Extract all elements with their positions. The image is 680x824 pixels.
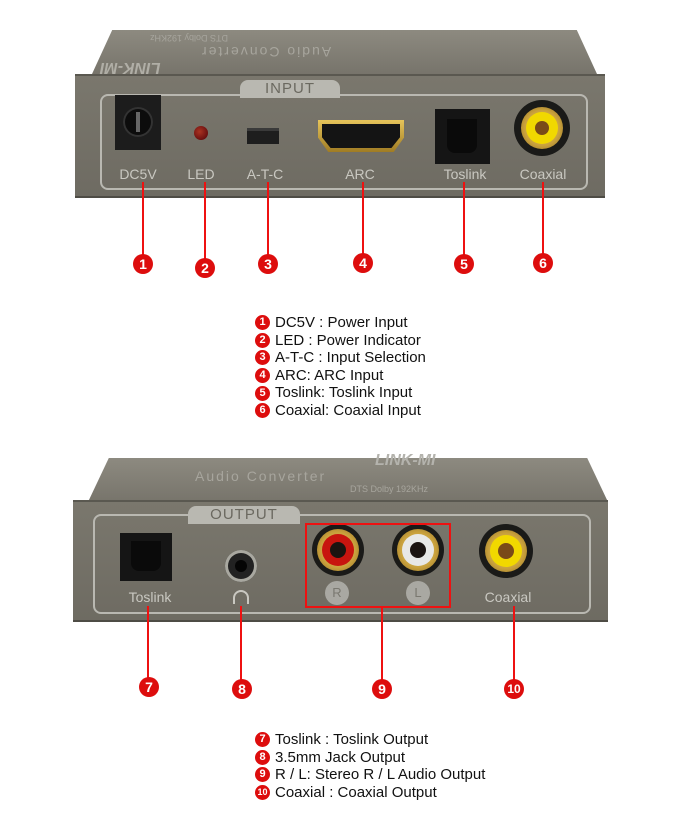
callout-line-7 bbox=[147, 606, 149, 682]
legend-item: 7 Toslink : Toslink Output bbox=[255, 731, 485, 749]
rca-white-left-icon bbox=[392, 524, 444, 576]
legend-item: 1 DC5V : Power Input bbox=[255, 314, 426, 332]
legend-number-badge: 2 bbox=[255, 332, 270, 348]
led-indicator-icon bbox=[194, 126, 208, 140]
channel-label-l: L bbox=[406, 581, 430, 605]
legend-number-badge: 3 bbox=[255, 350, 270, 366]
callout-badge-3: 3 bbox=[258, 254, 278, 274]
port-label-coaxial: Coaxial bbox=[519, 166, 567, 182]
channel-label-r: R bbox=[325, 581, 349, 605]
legend-text: Coaxial : Coaxial Output bbox=[275, 783, 437, 801]
callout-badge-10: 10 bbox=[504, 679, 524, 699]
callout-line-10 bbox=[513, 606, 515, 682]
legend-text: A-T-C : Input Selection bbox=[275, 349, 426, 367]
dc-power-jack-icon bbox=[115, 95, 161, 150]
optical-port-icon bbox=[435, 109, 490, 164]
port-label-toslink: Toslink bbox=[443, 166, 487, 182]
callout-badge-8: 8 bbox=[232, 679, 252, 699]
port-label-arc: ARC bbox=[345, 166, 375, 182]
output-panel-frame bbox=[93, 514, 591, 614]
legend-number-badge: 10 bbox=[255, 785, 270, 801]
legend-item: 5 Toslink: Toslink Input bbox=[255, 384, 426, 402]
legend-number-badge: 6 bbox=[255, 403, 270, 419]
headphone-icon bbox=[233, 590, 249, 604]
audio-jack-icon bbox=[225, 550, 257, 582]
callout-line-4 bbox=[362, 182, 364, 258]
callout-badge-2: 2 bbox=[195, 258, 215, 278]
legend-text: Toslink: Toslink Input bbox=[275, 384, 413, 402]
legend-text: 3.5mm Jack Output bbox=[275, 748, 406, 766]
stereo-highlight-box bbox=[305, 523, 451, 608]
output-legend: 7 Toslink : Toslink Output 8 3.5mm Jack Ou… bbox=[255, 731, 485, 801]
input-device-top bbox=[92, 30, 597, 74]
legend-text: ARC: ARC Input bbox=[275, 366, 384, 384]
callout-line-9 bbox=[381, 606, 383, 684]
port-label-atc: A-T-C bbox=[246, 166, 284, 182]
optical-port-icon bbox=[120, 533, 172, 581]
port-label-led: LED bbox=[187, 166, 215, 182]
legend-item: 2 LED : Power Indicator bbox=[255, 332, 426, 350]
legend-number-badge: 8 bbox=[255, 749, 270, 765]
callout-badge-1: 1 bbox=[133, 254, 153, 274]
callout-line-3 bbox=[267, 182, 269, 258]
callout-line-5 bbox=[463, 182, 465, 258]
callout-line-2 bbox=[204, 182, 206, 260]
legend-text: Toslink : Toslink Output bbox=[275, 731, 429, 748]
output-top-model: Audio Converter bbox=[195, 468, 327, 484]
port-label-toslink-out: Toslink bbox=[128, 589, 172, 605]
output-panel-title: OUTPUT bbox=[188, 506, 300, 524]
output-device-top bbox=[88, 458, 608, 502]
callout-badge-4: 4 bbox=[353, 253, 373, 273]
callout-badge-9: 9 bbox=[372, 679, 392, 699]
callout-line-1 bbox=[142, 182, 144, 258]
legend-text: R / L: Stereo R / L Audio Output bbox=[275, 766, 486, 784]
input-panel-frame bbox=[100, 94, 588, 190]
output-brand-logo: LINK-MI bbox=[375, 452, 436, 469]
rca-yellow-icon bbox=[514, 100, 570, 156]
input-panel-title: INPUT bbox=[240, 80, 340, 98]
legend-item: 6 Coaxial: Coaxial Input bbox=[255, 402, 426, 420]
legend-text: LED : Power Indicator bbox=[275, 331, 421, 349]
legend-number-badge: 9 bbox=[255, 767, 270, 783]
rca-red-right-icon bbox=[312, 524, 364, 576]
input-legend: 1 DC5V : Power Input 2 LED : Power Indicat… bbox=[255, 314, 426, 420]
rca-yellow-icon bbox=[479, 524, 533, 578]
legend-text: Coaxial: Coaxial Input bbox=[275, 401, 421, 419]
port-label-coaxial-out: Coaxial bbox=[484, 589, 532, 605]
legend-item: 8 3.5mm Jack Output bbox=[255, 749, 485, 767]
legend-number-badge: 5 bbox=[255, 385, 270, 401]
slide-switch-icon[interactable] bbox=[247, 128, 279, 144]
legend-number-badge: 4 bbox=[255, 368, 270, 384]
hdmi-port-icon bbox=[318, 120, 404, 152]
callout-line-8 bbox=[240, 606, 242, 684]
callout-line-6 bbox=[542, 182, 544, 258]
port-label-dc5v: DC5V bbox=[119, 166, 157, 182]
legend-item: 3 A-T-C : Input Selection bbox=[255, 349, 426, 367]
legend-item: 10 Coaxial : Coaxial Output bbox=[255, 784, 485, 802]
input-top-spec: DTS Dolby 192KHz bbox=[150, 33, 229, 43]
legend-item: 9 R / L: Stereo R / L Audio Output bbox=[255, 766, 485, 784]
legend-number-badge: 7 bbox=[255, 732, 270, 748]
legend-text: DC5V : Power Input bbox=[275, 314, 408, 331]
output-top-spec: DTS Dolby 192KHz bbox=[350, 484, 429, 494]
input-top-model: Audio Converter bbox=[200, 44, 332, 60]
legend-number-badge: 1 bbox=[255, 315, 270, 331]
callout-badge-7: 7 bbox=[139, 677, 159, 697]
callout-badge-5: 5 bbox=[454, 254, 474, 274]
legend-item: 4 ARC: ARC Input bbox=[255, 367, 426, 385]
callout-badge-6: 6 bbox=[533, 253, 553, 273]
